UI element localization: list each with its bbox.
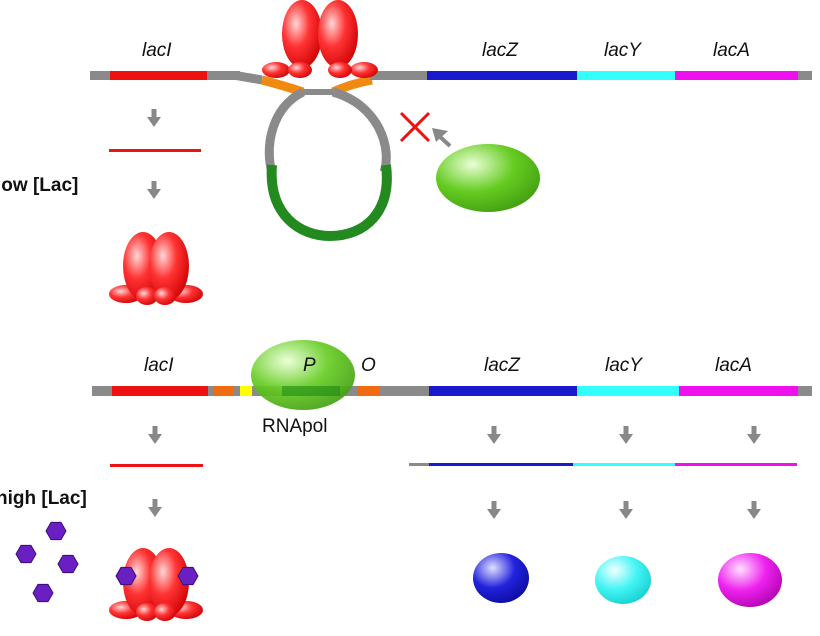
- lacz-gene-bar: [429, 386, 577, 396]
- promoter-segment-overlay: [282, 386, 340, 396]
- down-arrow-icon: [147, 109, 161, 127]
- operator-label: O: [361, 355, 376, 376]
- gene-label-lacy: lacY: [605, 355, 643, 376]
- rnapol-label: RNApol: [262, 416, 327, 437]
- laca-protein: [718, 553, 782, 607]
- laci-mrna-line: [110, 464, 203, 467]
- lacz-mrna: [429, 463, 573, 466]
- inducer-molecule-icon: [15, 544, 37, 564]
- dna-loop-right: [331, 87, 391, 174]
- down-arrow-icon: [148, 499, 162, 517]
- lac-repressor-protein: [109, 232, 203, 305]
- inducer-molecule-icon: [32, 583, 54, 603]
- lacy-gene-bar: [577, 71, 675, 80]
- cap-yellow-segment: [240, 386, 252, 396]
- down-arrow-icon: [747, 426, 761, 444]
- laci-gene-bar: [112, 386, 208, 396]
- down-arrow-icon: [487, 501, 501, 519]
- gene-label-laca: lacA: [713, 40, 750, 61]
- gene-label-lacz: lacZ: [482, 40, 519, 61]
- down-arrow-icon: [619, 501, 633, 519]
- down-arrow-icon: [147, 181, 161, 199]
- lacy-gene-bar: [577, 386, 679, 396]
- repressor-bound-operator: [262, 0, 378, 78]
- down-arrow-icon: [619, 426, 633, 444]
- inducer-bound-icon: [177, 566, 199, 586]
- down-arrow-icon: [487, 426, 501, 444]
- dna-strand-left-connector: [235, 71, 263, 85]
- laci-mrna-line: [109, 149, 201, 152]
- laca-mrna: [675, 463, 797, 466]
- lac-mrna-lead: [409, 463, 429, 466]
- down-arrow-icon: [747, 501, 761, 519]
- lacz-gene-bar: [427, 71, 577, 80]
- laci-gene-bar: [110, 71, 207, 80]
- operator-segment: [357, 386, 379, 396]
- inducer-molecule-icon: [45, 521, 67, 541]
- gene-label-lacz: lacZ: [484, 355, 521, 376]
- laca-gene-bar: [675, 71, 798, 80]
- lacy-protein: [595, 556, 651, 604]
- high-lac-section: lacI P O lacZ lacY lacA RNApol high [Lac…: [0, 340, 812, 621]
- inducer-bound-icon: [115, 566, 137, 586]
- lacy-mrna: [573, 463, 675, 466]
- down-arrow-icon: [148, 426, 162, 444]
- lacz-protein: [473, 553, 529, 603]
- promoter-loop-segment: [266, 164, 392, 242]
- condition-label-high-lac: high [Lac]: [0, 488, 87, 509]
- gene-label-laci: lacI: [144, 355, 174, 376]
- arrow-blocked-icon: [432, 128, 452, 148]
- inducer-molecule-icon: [57, 554, 79, 574]
- gene-label-laca: lacA: [715, 355, 752, 376]
- blocked-cross-icon: [399, 111, 431, 143]
- promoter-label: P: [303, 355, 316, 376]
- condition-label-low-lac: low [Lac]: [0, 175, 78, 196]
- low-lac-section: lacI lacZ lacY lacA low [Lac]: [0, 0, 812, 305]
- dna-loop: [264, 87, 306, 174]
- laca-gene-bar: [679, 386, 798, 396]
- gene-label-lacy: lacY: [604, 40, 642, 61]
- cap-site-segment: [213, 386, 233, 396]
- gene-label-laci: lacI: [142, 40, 172, 61]
- rna-polymerase: [436, 144, 540, 212]
